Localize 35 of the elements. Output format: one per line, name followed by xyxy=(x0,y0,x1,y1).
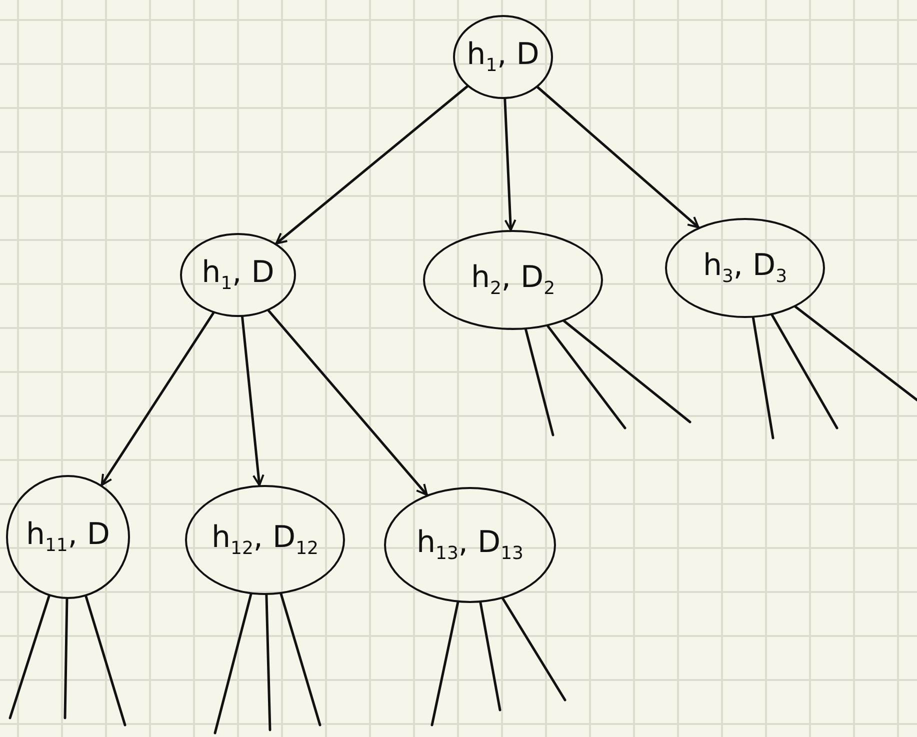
line xyxy=(563,320,692,424)
line xyxy=(752,316,774,440)
line xyxy=(770,314,838,430)
node-label: h$_{1}$, D xyxy=(202,258,274,292)
node-ellipse xyxy=(185,485,345,595)
arrow xyxy=(241,316,264,486)
arrow xyxy=(100,312,215,486)
line xyxy=(794,306,917,402)
node-label: h$_{2}$, D$_{2}$ xyxy=(470,262,556,298)
line xyxy=(84,595,126,726)
node-ellipse xyxy=(180,233,296,317)
line xyxy=(64,598,68,720)
node-label: h$_{12}$, D$_{12}$ xyxy=(211,522,318,558)
arrow xyxy=(267,309,428,496)
node-label: h$_{13}$, D$_{13}$ xyxy=(416,528,524,562)
line xyxy=(502,597,566,702)
line xyxy=(214,592,252,734)
node-ellipse xyxy=(384,487,556,603)
arrow xyxy=(504,98,516,232)
arrow xyxy=(275,85,469,245)
node-label: h$_{11}$, D xyxy=(26,520,110,554)
line xyxy=(8,594,50,720)
node-ellipse xyxy=(423,230,603,330)
node-ellipse xyxy=(453,15,553,99)
line xyxy=(280,592,322,726)
line xyxy=(524,328,554,436)
node-ellipse xyxy=(665,218,825,318)
arrow xyxy=(536,86,700,229)
node-label: h$_{1}$, D xyxy=(466,40,540,74)
line xyxy=(265,594,272,732)
line xyxy=(479,601,502,712)
line xyxy=(546,324,626,430)
node-ellipse xyxy=(6,475,130,599)
line xyxy=(430,601,460,726)
node-label: h$_{3}$, D$_{3}$ xyxy=(702,250,788,286)
